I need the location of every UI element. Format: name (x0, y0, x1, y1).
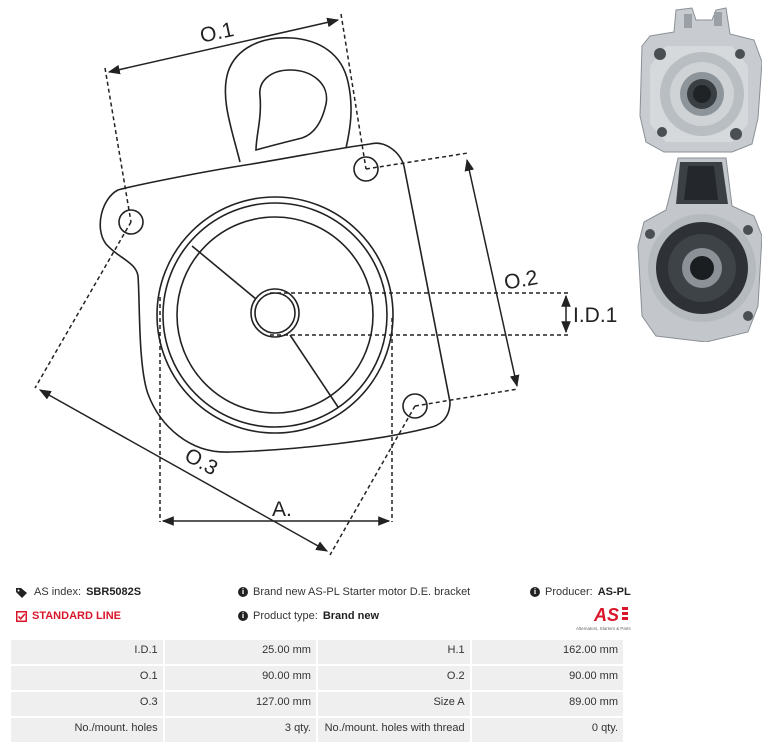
center-hub-inner (254, 292, 296, 334)
product-type: i Product type: Brand new (238, 610, 379, 622)
product-info: AS index: SBR5082S i Brand new AS-PL Sta… (14, 586, 631, 636)
spec-key: I.D.1 (9, 638, 165, 666)
as-index-label: AS index: (34, 586, 82, 598)
check-icon (16, 610, 27, 622)
bore-ring-inner (176, 216, 374, 414)
label-o1: O.1 (198, 18, 236, 48)
bracket-eye-inner (255, 69, 328, 152)
spec-value: 90.00 mm (162, 664, 318, 692)
standard-line-text: STANDARD LINE (32, 610, 122, 622)
info-icon: i (238, 611, 248, 621)
product-description: i Brand new AS-PL Starter motor D.E. bra… (238, 586, 470, 598)
spec-value: 25.00 mm (162, 638, 318, 666)
info-icon: i (238, 587, 248, 597)
standard-line-badge: STANDARD LINE (16, 610, 121, 622)
description-text: Brand new AS-PL Starter motor D.E. brack… (253, 586, 471, 598)
dim-o2-line (464, 158, 520, 388)
svg-text:Alternators, Starters & Parts: Alternators, Starters & Parts (576, 626, 631, 631)
spec-value: 3 qty. (162, 716, 318, 744)
as-index-value: SBR5082S (86, 586, 142, 598)
spec-key: H.1 (315, 638, 472, 666)
table-row: I.D.1 25.00 mm H.1 162.00 mm (9, 638, 626, 666)
spec-value: 0 qty. (469, 716, 626, 744)
mount-hole-top-right (353, 156, 379, 182)
bore-ring-outer (156, 196, 394, 434)
svg-text:AS: AS (593, 605, 619, 625)
spec-key: No./mount. holes (9, 716, 165, 744)
label-a: A. (272, 498, 292, 521)
label-id1: I.D.1 (573, 304, 617, 327)
info-icon: i (530, 587, 540, 597)
product-type-label: Product type: (253, 610, 318, 622)
spec-key: Size A (315, 690, 472, 718)
mount-hole-left (118, 209, 144, 235)
mount-hole-bottom-right (402, 393, 428, 419)
spec-key: O.1 (9, 664, 165, 692)
spec-value: 162.00 mm (469, 638, 626, 666)
spec-value: 89.00 mm (469, 690, 626, 718)
table-row: O.1 90.00 mm O.2 90.00 mm (9, 664, 626, 692)
label-o3: O.3 (181, 444, 222, 481)
producer-value: AS-PL (597, 586, 631, 598)
dim-o1-line (107, 17, 340, 75)
bracket-eye-outer (224, 37, 352, 163)
bracket-photo-rear (636, 156, 762, 342)
producer-label: Producer: (545, 586, 593, 598)
bracket-technical-drawing: O.1 O.2 O.3 A. I.D.1 (34, 13, 617, 556)
as-pl-logo: AS Alternators, Starters & Parts (576, 605, 631, 631)
bore-ring-middle (162, 202, 388, 428)
spec-key: O.3 (9, 690, 165, 718)
producer: i Producer: AS-PL (530, 586, 631, 598)
bracket-photo-front (636, 6, 762, 154)
as-index: AS index: SBR5082S (16, 586, 141, 598)
product-type-value: Brand new (322, 610, 380, 622)
tag-icon (16, 587, 27, 598)
spec-key: O.2 (315, 664, 472, 692)
spec-value: 127.00 mm (162, 690, 318, 718)
label-o2: O.2 (502, 266, 539, 295)
center-hub-outer (250, 288, 300, 338)
table-row: O.3 127.00 mm Size A 89.00 mm (9, 690, 626, 718)
spec-value: 90.00 mm (469, 664, 626, 692)
table-row: No./mount. holes 3 qty. No./mount. holes… (9, 716, 626, 744)
bracket-flange-outline (99, 142, 451, 453)
dim-o3-line (38, 389, 329, 552)
specifications-table: I.D.1 25.00 mm H.1 162.00 mm O.1 90.00 m… (9, 638, 626, 744)
spec-key: No./mount. holes with thread (315, 716, 472, 744)
